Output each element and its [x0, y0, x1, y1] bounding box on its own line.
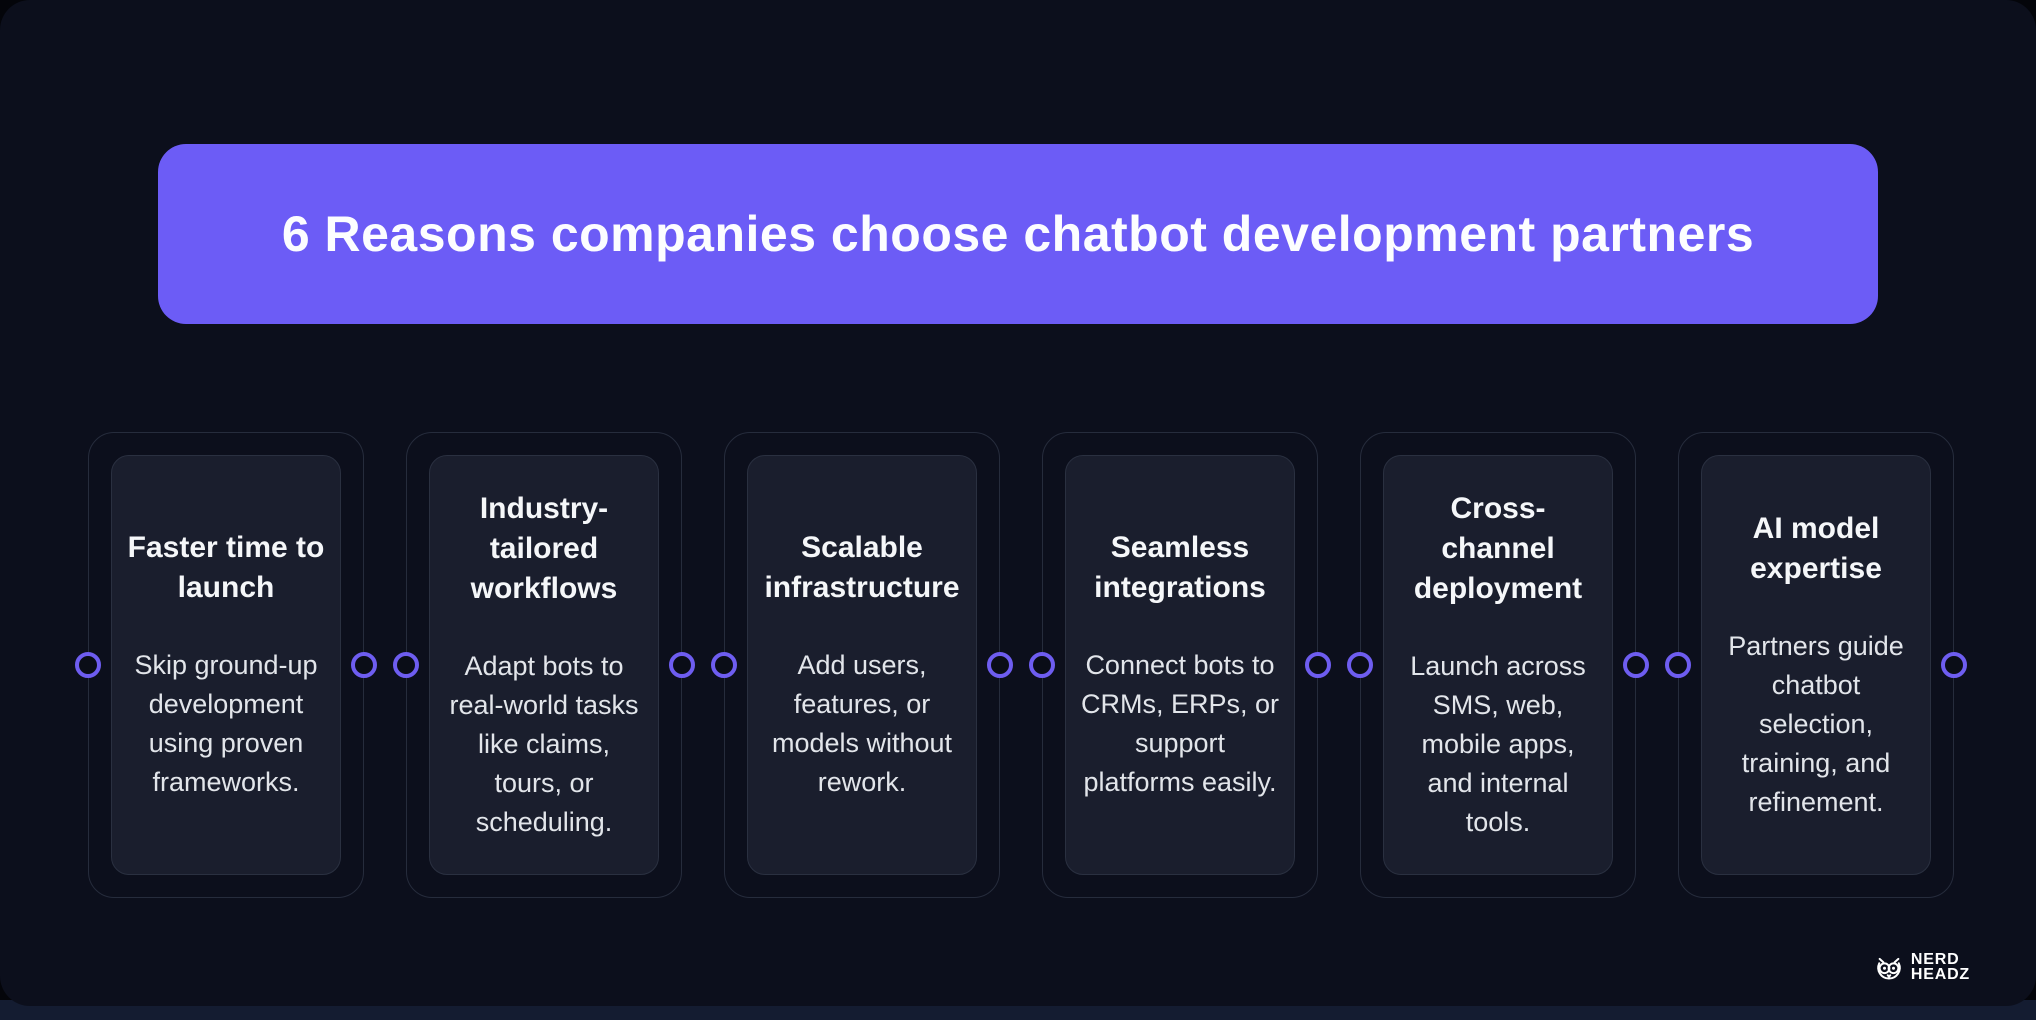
- owl-icon: [1877, 957, 1901, 980]
- brand-logo: NERD HEADZ: [1874, 951, 1970, 983]
- reason-card-inner: Industry-tailored workflows Adapt bots t…: [429, 455, 659, 875]
- reason-card: Cross-channel deployment Launch across S…: [1347, 432, 1649, 898]
- card-title: Seamless integrations: [1094, 531, 1266, 604]
- reason-card-inner: Seamless integrations Connect bots to CR…: [1065, 455, 1295, 875]
- reason-card-inner: Faster time to launch Skip ground-up dev…: [111, 455, 341, 875]
- card-description: Skip ground-up development using proven …: [134, 650, 318, 797]
- card-description: Adapt bots to real-world tasks like clai…: [449, 650, 639, 837]
- reason-card: Faster time to launch Skip ground-up dev…: [75, 432, 377, 898]
- card-title: AI model expertise: [1750, 511, 1882, 585]
- reason-card: Seamless integrations Connect bots to CR…: [1029, 432, 1331, 898]
- connector-dot-right: [987, 652, 1013, 678]
- connector-dot-right: [1305, 652, 1331, 678]
- reason-card-inner: Scalable infrastructure Add users, featu…: [747, 455, 977, 875]
- brand-name: NERD HEADZ: [1910, 951, 1970, 983]
- page-title: 6 Reasons companies choose chatbot devel…: [281, 205, 1755, 262]
- card-title: Scalable infrastructure: [764, 531, 960, 604]
- card-description: Partners guide chatbot selection, traini…: [1728, 630, 1904, 817]
- connector-dot-left: [75, 652, 101, 678]
- card-title: Industry-tailored workflows: [470, 491, 618, 605]
- card-title: Faster time to launch: [127, 531, 325, 604]
- connector-dot-right: [1623, 652, 1649, 678]
- reason-card: AI model expertise Partners guide chatbo…: [1665, 432, 1967, 898]
- reason-card: Industry-tailored workflows Adapt bots t…: [393, 432, 695, 898]
- card-description: Connect bots to CRMs, ERPs, or support p…: [1080, 650, 1280, 797]
- connector-dot-left: [711, 652, 737, 678]
- reason-card-inner: AI model expertise Partners guide chatbo…: [1701, 455, 1931, 875]
- connector-dot-left: [1029, 652, 1055, 678]
- card-title: Cross-channel deployment: [1413, 491, 1583, 605]
- title-banner: 6 Reasons companies choose chatbot devel…: [158, 144, 1878, 324]
- brand-name-line1: NERD: [1910, 951, 1960, 968]
- connector-dot-right: [669, 652, 695, 678]
- card-description: Launch across SMS, web, mobile apps, and…: [1410, 650, 1586, 837]
- connector-dot-right: [351, 652, 377, 678]
- connector-dot-left: [393, 652, 419, 678]
- reason-cards-row: Faster time to launch Skip ground-up dev…: [75, 432, 1967, 898]
- reason-card-inner: Cross-channel deployment Launch across S…: [1383, 455, 1613, 875]
- connector-dot-left: [1347, 652, 1373, 678]
- brand-name-line2: HEADZ: [1910, 966, 1970, 983]
- card-description: Add users, features, or models without r…: [771, 650, 953, 797]
- reason-card: Scalable infrastructure Add users, featu…: [711, 432, 1013, 898]
- connector-dot-right: [1941, 652, 1967, 678]
- connector-dot-left: [1665, 652, 1691, 678]
